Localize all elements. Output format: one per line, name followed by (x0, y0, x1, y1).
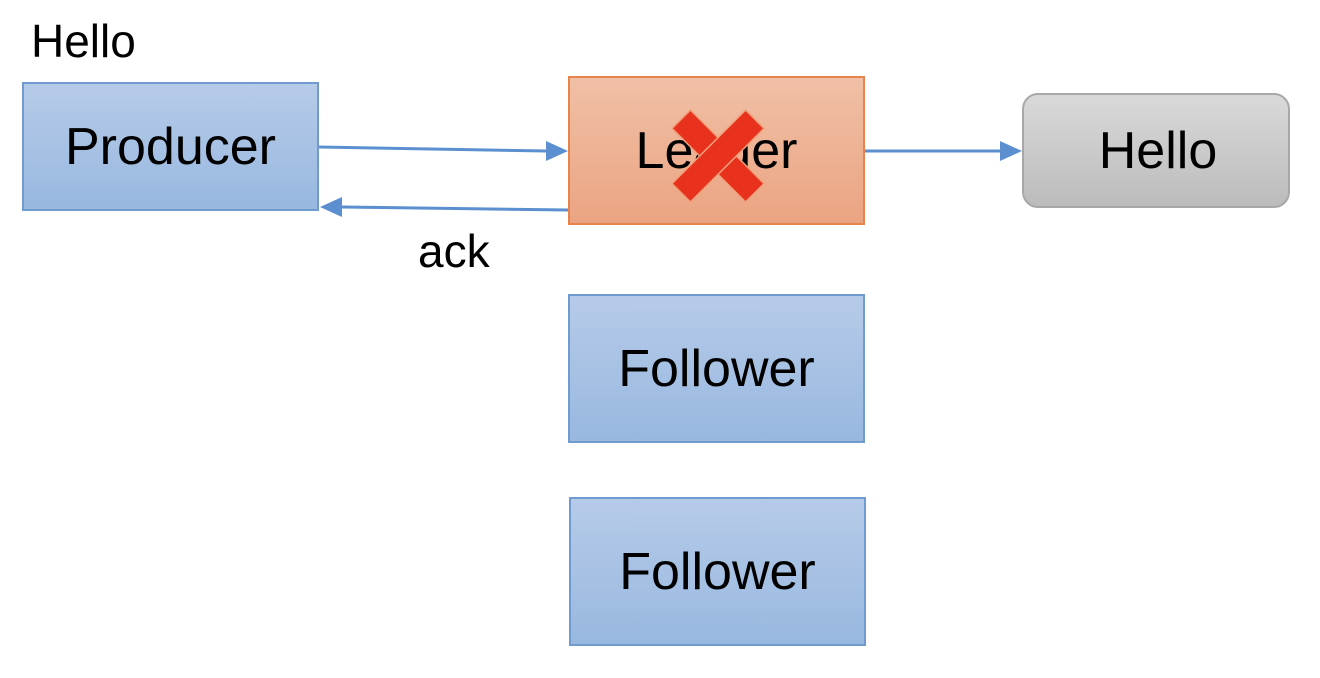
producer-node: Producer (22, 82, 319, 211)
follower-label-2: Follower (619, 542, 816, 601)
ack-label: ack (418, 225, 490, 277)
ack-arrow (320, 197, 569, 217)
follower-label-1: Follower (618, 339, 815, 398)
producer-label: Producer (65, 117, 276, 176)
x-mark-icon (670, 108, 766, 204)
leader-to-result-arrow (865, 141, 1022, 161)
producer-to-leader-arrow (318, 141, 568, 161)
follower-node-1: Follower (568, 294, 865, 443)
follower-node-2: Follower (569, 497, 866, 646)
result-node: Hello (1022, 93, 1290, 208)
message-label: Hello (31, 15, 136, 67)
result-label: Hello (1098, 121, 1218, 180)
